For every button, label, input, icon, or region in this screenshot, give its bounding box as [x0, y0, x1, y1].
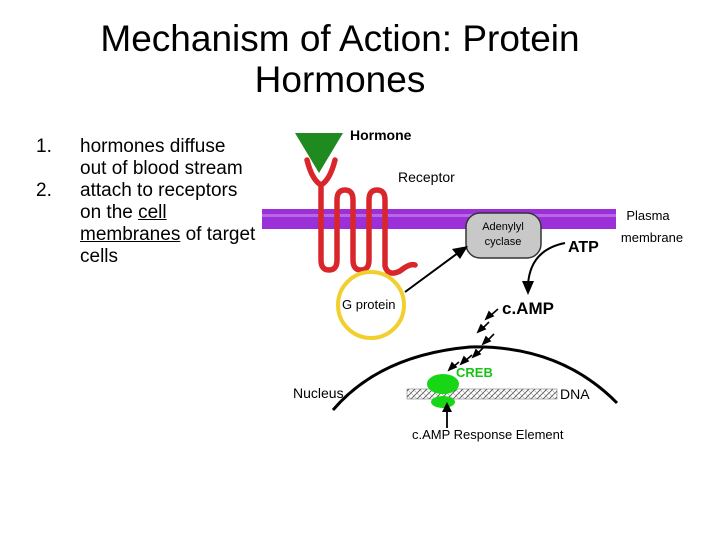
adenylyl-cyclase: [465, 212, 542, 259]
atp-label: ATP: [568, 239, 599, 256]
arrow-atp-to-camp-head: [522, 281, 534, 295]
creb-label: CREB: [456, 365, 493, 380]
nuclear-envelope: [331, 345, 619, 411]
plasma-label-2: membrane: [621, 230, 683, 245]
title-line-1: Mechanism of Action: Protein: [100, 18, 580, 59]
list-text: hormones diffuse out of blood stream: [80, 136, 243, 179]
camp-diffusion-arrows: [447, 308, 499, 372]
adenylyl-label-2: cyclase: [485, 236, 522, 248]
list-item: 1. hormones diffuse out of blood stream: [36, 136, 256, 180]
title-line-2: Hormones: [254, 59, 426, 100]
g-protein-label: G protein: [342, 297, 395, 312]
arrow-g-to-ac-head: [452, 246, 468, 259]
plasma-label-1: Plasma: [626, 208, 670, 223]
nucleus-label: Nucleus: [293, 385, 344, 401]
response-element-label: c.AMP Response Element: [412, 427, 564, 442]
arrow-response-element-head: [442, 402, 452, 412]
list-text-after: of target cells: [80, 224, 256, 267]
hormone-shape: [295, 133, 343, 173]
list-text-before: attach to receptors on the: [80, 180, 238, 223]
camp-label: c.AMP: [502, 299, 554, 318]
arrow-g-to-ac: [404, 249, 463, 293]
arrow-atp-to-camp: [527, 242, 566, 286]
list-item: 2. attach to receptors on the cell membr…: [36, 180, 256, 268]
step-list: 1. hormones diffuse out of blood stream …: [36, 136, 256, 268]
slide-title: Mechanism of Action: Protein Hormones: [40, 18, 640, 100]
list-number: 2.: [36, 180, 52, 201]
dna-strand: [406, 388, 558, 400]
plasma-membrane-highlight: [262, 214, 616, 217]
creb-lower: [431, 396, 455, 408]
creb-protein: [427, 374, 459, 394]
receptor-label: Receptor: [398, 169, 455, 185]
adenylyl-label-1: Adenylyl: [482, 221, 524, 233]
hormone-label: Hormone: [350, 127, 412, 143]
list-text-underlined: cell membranes: [80, 202, 181, 245]
g-protein: [336, 270, 406, 340]
dna-label: DNA: [560, 386, 590, 402]
receptor-protein: [304, 157, 418, 276]
plasma-membrane: [262, 209, 616, 229]
list-number: 1.: [36, 136, 52, 157]
